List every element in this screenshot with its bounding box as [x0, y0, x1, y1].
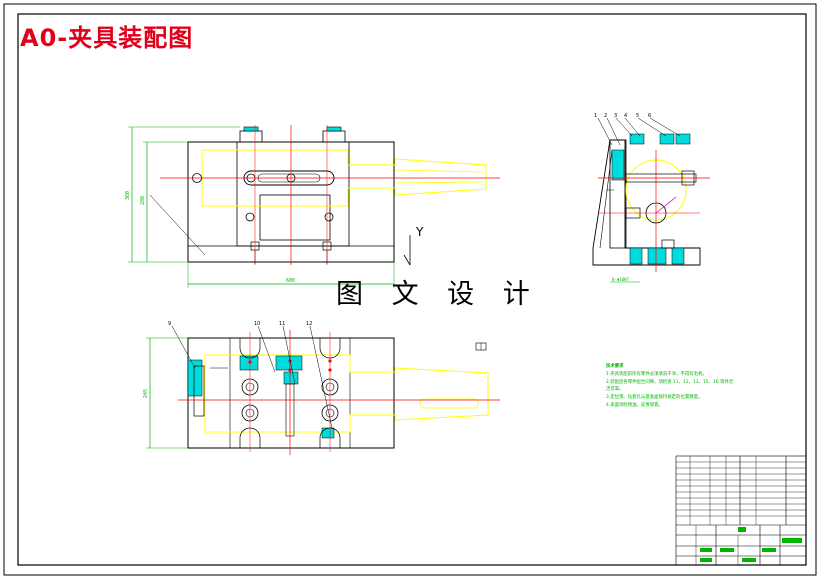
top-view: 245 9 10 11 12 — [143, 321, 500, 455]
view-direction-marker: Y — [403, 225, 424, 266]
top-balloon-9: 9 — [168, 321, 171, 327]
dim-side-note: 8-Φ10H7 — [612, 277, 629, 282]
side-balloon-6: 6 — [648, 113, 651, 119]
side-balloon-3: 3 — [614, 113, 617, 119]
title-block-green-marks — [700, 527, 802, 562]
drawing-title: A0-夹具装配图 — [20, 24, 194, 52]
drawing-frame-outer — [3, 3, 817, 576]
top-balloon-11: 11 — [279, 321, 285, 327]
side-balloon-4: 4 — [624, 113, 627, 119]
notes-line: 4.表面涂防锈油，妥善保管。 — [606, 402, 663, 408]
side-balloon-2: 2 — [604, 113, 607, 119]
side-balloon-5: 5 — [636, 113, 639, 119]
view-marker-label: Y — [415, 225, 424, 239]
top-balloon-12: 12 — [306, 321, 312, 327]
dim-top-height: 245 — [143, 389, 149, 398]
notes-line: 3.定位销、钻套孔与基准面保持规定的位置精度。 — [606, 395, 703, 401]
technical-notes: 技术要求 1.夹具装配前所有零件必须清洗干净，不得有毛刺。 2.装配后各零件配合… — [606, 363, 736, 410]
front-view: 360 280 600 — [125, 125, 500, 288]
title-block — [675, 455, 807, 566]
watermark-text: 图 文 设 计 — [336, 279, 540, 310]
notes-line: 1.夹具装配前所有零件必须清洗干净，不得有毛刺。 — [606, 371, 707, 377]
notes-heading: 技术要求 — [606, 364, 624, 369]
top-balloon-10: 10 — [254, 321, 260, 327]
notes-line: 2.装配后各零件配合间隙，须检查 11、12、13、15、16 等件灵活可靠。 — [606, 379, 734, 393]
dim-front-inner-height: 280 — [140, 196, 146, 205]
side-balloon-1: 1 — [594, 113, 597, 119]
dim-front-outer-height: 360 — [125, 191, 131, 200]
dim-front-width: 600 — [286, 278, 295, 284]
drawing-frame-inner — [17, 13, 807, 566]
side-view: 1 2 3 4 5 6 8-Φ10H7 — [592, 113, 710, 283]
